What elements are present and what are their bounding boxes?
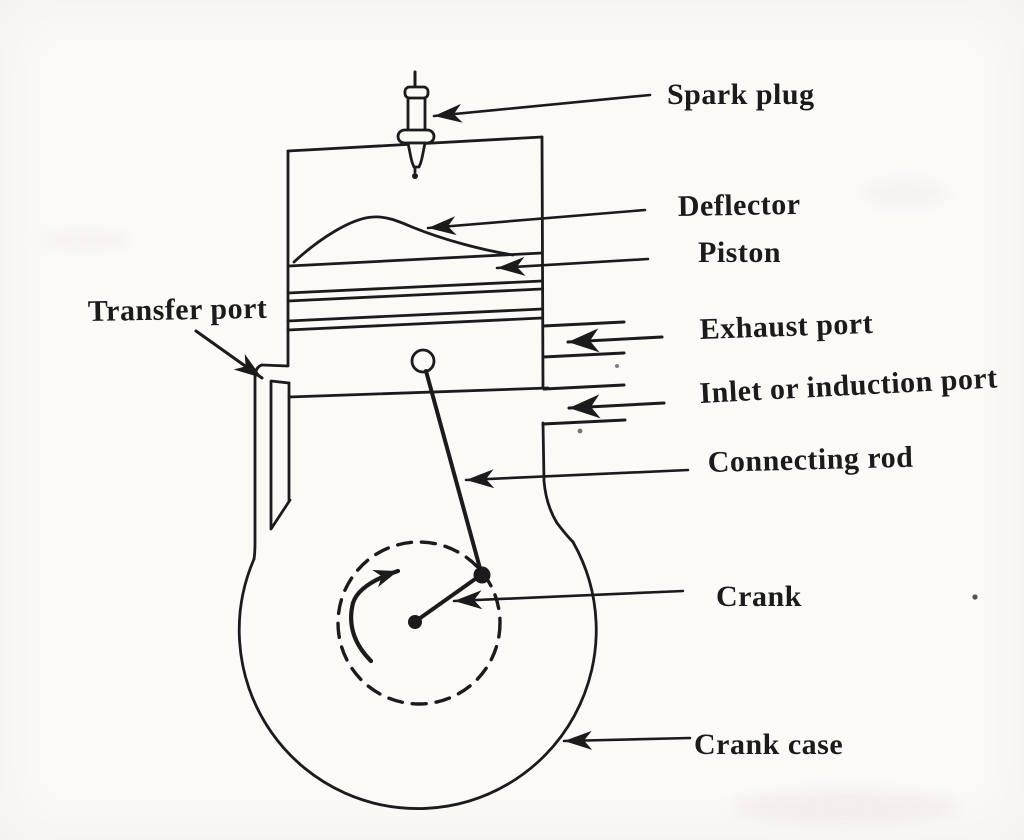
piston-ring-line-1 [286, 279, 544, 295]
transfer-port-opening-bottom [269, 379, 291, 385]
label-crank: Crank [716, 580, 802, 613]
connecting-rod-leader-arrow [464, 468, 690, 489]
label-connecting-rod: Connecting rod [707, 441, 913, 479]
piston [286, 215, 550, 399]
exhaust-port-top-line [541, 320, 626, 328]
inlet-port-passage [541, 383, 666, 426]
cylinder-right-wall [540, 135, 545, 390]
crank-arm-line [414, 575, 480, 623]
crank-case-leader-arrow [562, 730, 692, 750]
spark-plug-insulator-tip [406, 141, 427, 169]
connecting-rod-line [424, 369, 483, 574]
exhaust-port-bottom-line [541, 351, 626, 359]
transfer-port-outer-wall [252, 363, 264, 561]
piston-ring-line-4 [286, 316, 544, 332]
inlet-port-top-line [542, 383, 626, 391]
deflector-curve [292, 215, 515, 264]
crank-case [237, 540, 598, 810]
gudgeon-pin [410, 348, 436, 374]
spark-plug-electrode-dot [412, 173, 418, 179]
labels: Spark plug Deflector Piston Exhaust port… [88, 78, 999, 761]
label-exhaust-port: Exhaust port [699, 307, 874, 346]
label-deflector: Deflector [678, 188, 801, 223]
exhaust-port-passage [541, 320, 664, 359]
transfer-port-duct [252, 363, 292, 561]
piston-crown-line [287, 251, 544, 268]
crank-case-outline [237, 540, 598, 810]
transfer-port-opening-top [260, 363, 290, 368]
crank-orbit-dashed-circle [336, 540, 502, 706]
scan-speck [972, 594, 978, 600]
label-crank-case: Crank case [694, 728, 843, 761]
rotation-direction-arrow [349, 568, 401, 664]
cylinder-right-wall-lower [541, 421, 575, 544]
piston-skirt-line [287, 386, 550, 399]
spark-plug-leader-arrow [432, 93, 652, 123]
piston-ring-line-3 [286, 307, 544, 323]
exhaust-flow-arrow [566, 328, 664, 353]
callout-arrows [194, 93, 692, 750]
label-transfer-port: Transfer port [88, 292, 268, 328]
transfer-port-inner-wall [269, 380, 292, 531]
spark-plug-body [406, 94, 427, 134]
piston-ring-line-2 [286, 287, 544, 303]
cylinder-block [286, 135, 575, 544]
inlet-port-bottom-line [541, 418, 627, 426]
crank-leader-arrow [452, 589, 685, 610]
spark-plug-flange [396, 128, 436, 145]
piston-leader-arrow [495, 256, 650, 276]
spark-plug [396, 70, 436, 179]
crank-center-dot [408, 615, 422, 629]
scan-speck [577, 428, 583, 434]
crank-assembly [336, 540, 502, 706]
scan-speck [615, 364, 619, 368]
scan-specks [577, 364, 978, 600]
deflector-leader-arrow [426, 208, 647, 236]
label-inlet-port: Inlet or induction port [699, 361, 999, 410]
spark-plug-terminal-cap [403, 85, 430, 100]
inlet-flow-arrow [567, 394, 666, 419]
label-piston: Piston [698, 236, 781, 269]
label-spark-plug: Spark plug [667, 78, 815, 111]
transfer-port-leader-arrow [194, 329, 264, 380]
